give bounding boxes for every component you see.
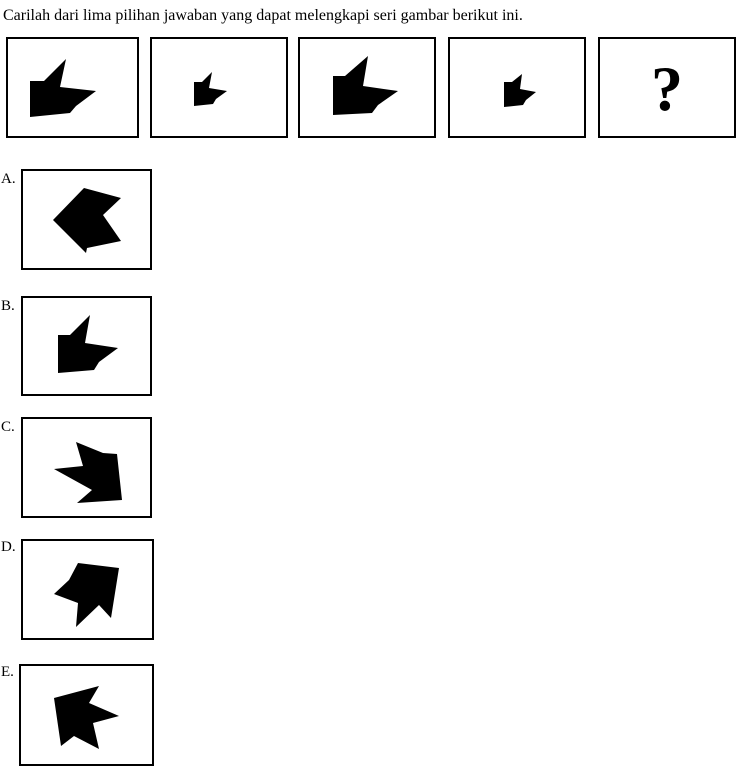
option-c-box[interactable] xyxy=(21,417,152,518)
option-b-box[interactable] xyxy=(21,296,152,396)
option-d-box[interactable] xyxy=(21,539,154,640)
arrow-southwest-figure xyxy=(58,315,118,373)
option-a-box[interactable] xyxy=(21,169,152,270)
option-d-label: D. xyxy=(1,539,16,555)
option-c-label: C. xyxy=(1,419,15,435)
question-text: Carilah dari lima pilihan jawaban yang d… xyxy=(3,7,523,24)
series-box-2 xyxy=(150,37,288,138)
option-e-box[interactable] xyxy=(19,664,154,766)
option-b-label: B. xyxy=(1,298,15,314)
question-mark: ? xyxy=(651,53,683,124)
arrow-west-figure xyxy=(53,188,121,253)
small-arrow-southwest-figure xyxy=(194,72,227,106)
option-a-label: A. xyxy=(1,171,16,187)
arrow-northeast-figure xyxy=(54,563,119,627)
arrow-northwest-figure xyxy=(54,686,119,749)
series-box-3 xyxy=(298,37,436,138)
large-arrow-southwest-figure xyxy=(30,59,96,117)
option-e-label: E. xyxy=(1,664,14,680)
small-arrow-southwest-figure xyxy=(504,74,536,107)
series-box-4 xyxy=(448,37,586,138)
large-arrow-southwest-figure xyxy=(333,56,398,115)
series-box-1 xyxy=(6,37,139,138)
arrow-southeast-figure xyxy=(54,442,122,503)
series-box-5: ? xyxy=(598,37,736,138)
